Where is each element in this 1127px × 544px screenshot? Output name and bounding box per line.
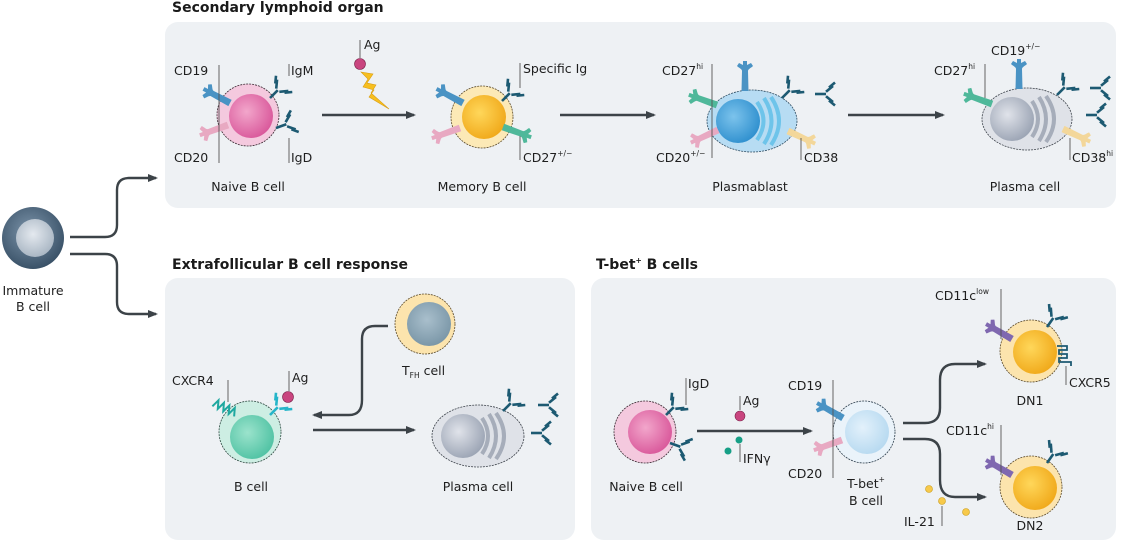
antigen-activation: Ag bbox=[354, 37, 390, 110]
label-dn2: DN2 bbox=[1017, 518, 1044, 533]
label-cxcr4: CXCR4 bbox=[172, 373, 214, 388]
label-cxcr5: CXCR5 bbox=[1069, 375, 1111, 390]
antigen-icon bbox=[282, 391, 294, 403]
immature-cell-nucleus bbox=[16, 219, 54, 257]
label-il21: IL-21 bbox=[904, 514, 935, 529]
dn2-cell: CD11chi DN2 bbox=[946, 422, 1070, 533]
label-cd27-plasmablast: CD27hi bbox=[662, 62, 703, 78]
label-ag-secondary: Ag bbox=[364, 37, 381, 52]
tfh-cell: TFH cell bbox=[394, 293, 456, 380]
label-cd20-plasmablast: CD20+/− bbox=[656, 149, 705, 165]
label-b-cell: B cell bbox=[234, 479, 268, 494]
label-naive-b-cell: Naive B cell bbox=[211, 179, 285, 194]
label-plasma-cell: Plasma cell bbox=[990, 179, 1061, 194]
label-tbet-naive-b-cell: Naive B cell bbox=[609, 479, 683, 494]
arrow-to-dn1 bbox=[903, 359, 988, 425]
label-cd11c-hi: CD11chi bbox=[946, 422, 994, 438]
dn1-cell: CD11clow CXCR5 DN1 bbox=[935, 287, 1111, 408]
antigen-icon bbox=[734, 410, 746, 422]
arrow-to-extrafollicular bbox=[70, 252, 159, 319]
label-specific-ig: Specific Ig bbox=[523, 61, 587, 76]
label-igm: IgM bbox=[291, 63, 313, 78]
antigen-icon bbox=[354, 58, 366, 70]
label-dn1: DN1 bbox=[1017, 393, 1044, 408]
panel-secondary-lymphoid: Secondary lymphoid organ CD19 IgM CD20 I… bbox=[165, 0, 1116, 208]
label-ifn-gamma: IFNγ bbox=[743, 451, 771, 466]
label-cd19-plasma: CD19+/− bbox=[991, 42, 1040, 58]
panel-title-secondary: Secondary lymphoid organ bbox=[172, 0, 384, 16]
label-cd20: CD20 bbox=[174, 150, 208, 165]
arrow-to-secondary bbox=[70, 173, 159, 239]
tbet-signals: Ag IFNγ bbox=[724, 393, 771, 466]
panel-tbet: T-bet+ B cells IgD Naive B cell Ag IFNγ bbox=[591, 256, 1116, 540]
lightning-icon bbox=[360, 71, 390, 110]
il21-icon bbox=[962, 508, 970, 516]
label-memory-b-cell: Memory B cell bbox=[438, 179, 527, 194]
label-cd19-tbet: CD19 bbox=[788, 378, 822, 393]
label-tbet-b-cell-line2: B cell bbox=[849, 493, 883, 508]
label-ag-tbet: Ag bbox=[743, 393, 760, 408]
tbet-b-cell: CD19 CD20 T-bet+ B cell bbox=[788, 378, 896, 508]
immature-b-cell: Immature B cell bbox=[2, 207, 64, 314]
label-igd: IgD bbox=[291, 150, 312, 165]
immature-label-line1: Immature bbox=[2, 283, 63, 298]
il21-icon bbox=[925, 485, 933, 493]
label-ag-extrafollicular: Ag bbox=[292, 370, 309, 385]
label-cd19: CD19 bbox=[174, 63, 208, 78]
plasmablast: CD27hi CD20+/− CD38 Plasmablast bbox=[656, 61, 838, 194]
label-plasma-cell-extrafollicular: Plasma cell bbox=[443, 479, 514, 494]
label-cd27-memory: CD27+/− bbox=[523, 149, 572, 165]
panel-bg-extrafollicular bbox=[165, 278, 575, 540]
label-tfh-cell: TFH cell bbox=[401, 363, 445, 380]
il21-icon bbox=[938, 497, 946, 505]
cxcr5-receptor-icon bbox=[1057, 345, 1072, 366]
memory-b-cell: Specific Ig CD27+/− Memory B cell bbox=[429, 61, 587, 194]
label-cd20-tbet: CD20 bbox=[788, 466, 822, 481]
panel-title-tbet: T-bet+ B cells bbox=[596, 256, 698, 273]
panel-title-extrafollicular: Extrafollicular B cell response bbox=[172, 257, 408, 273]
cxcr4-receptor-icon bbox=[211, 397, 236, 417]
immature-label-line2: B cell bbox=[16, 299, 50, 314]
arrow-to-dn2 bbox=[903, 437, 988, 502]
plasma-cell: CD27hi CD19+/− CD38hi Plasma cell bbox=[934, 42, 1113, 194]
label-cd11c-low: CD11clow bbox=[935, 287, 989, 303]
arrow-tfh-to-bcell bbox=[311, 324, 388, 420]
label-plasmablast: Plasmablast bbox=[712, 179, 788, 194]
ifn-gamma-icon bbox=[735, 436, 743, 444]
label-igd-tbet: IgD bbox=[688, 376, 709, 391]
il21-signal: IL-21 bbox=[904, 485, 970, 529]
label-cd38: CD38 bbox=[804, 150, 838, 165]
label-cd27-plasma: CD27hi bbox=[934, 62, 975, 78]
naive-b-cell: CD19 IgM CD20 IgD Naive B cell bbox=[174, 63, 313, 194]
label-cd38-plasma: CD38hi bbox=[1072, 149, 1113, 165]
panel-extrafollicular: Extrafollicular B cell response CXCR4 Ag… bbox=[165, 257, 575, 540]
b-cell: CXCR4 Ag B cell bbox=[172, 370, 309, 494]
ifn-gamma-icon bbox=[724, 447, 732, 455]
plasma-cell-extrafollicular: Plasma cell bbox=[431, 387, 560, 494]
label-tbet-b-cell-line1: T-bet+ bbox=[846, 475, 885, 491]
tbet-naive-b-cell: IgD Naive B cell bbox=[609, 376, 709, 494]
